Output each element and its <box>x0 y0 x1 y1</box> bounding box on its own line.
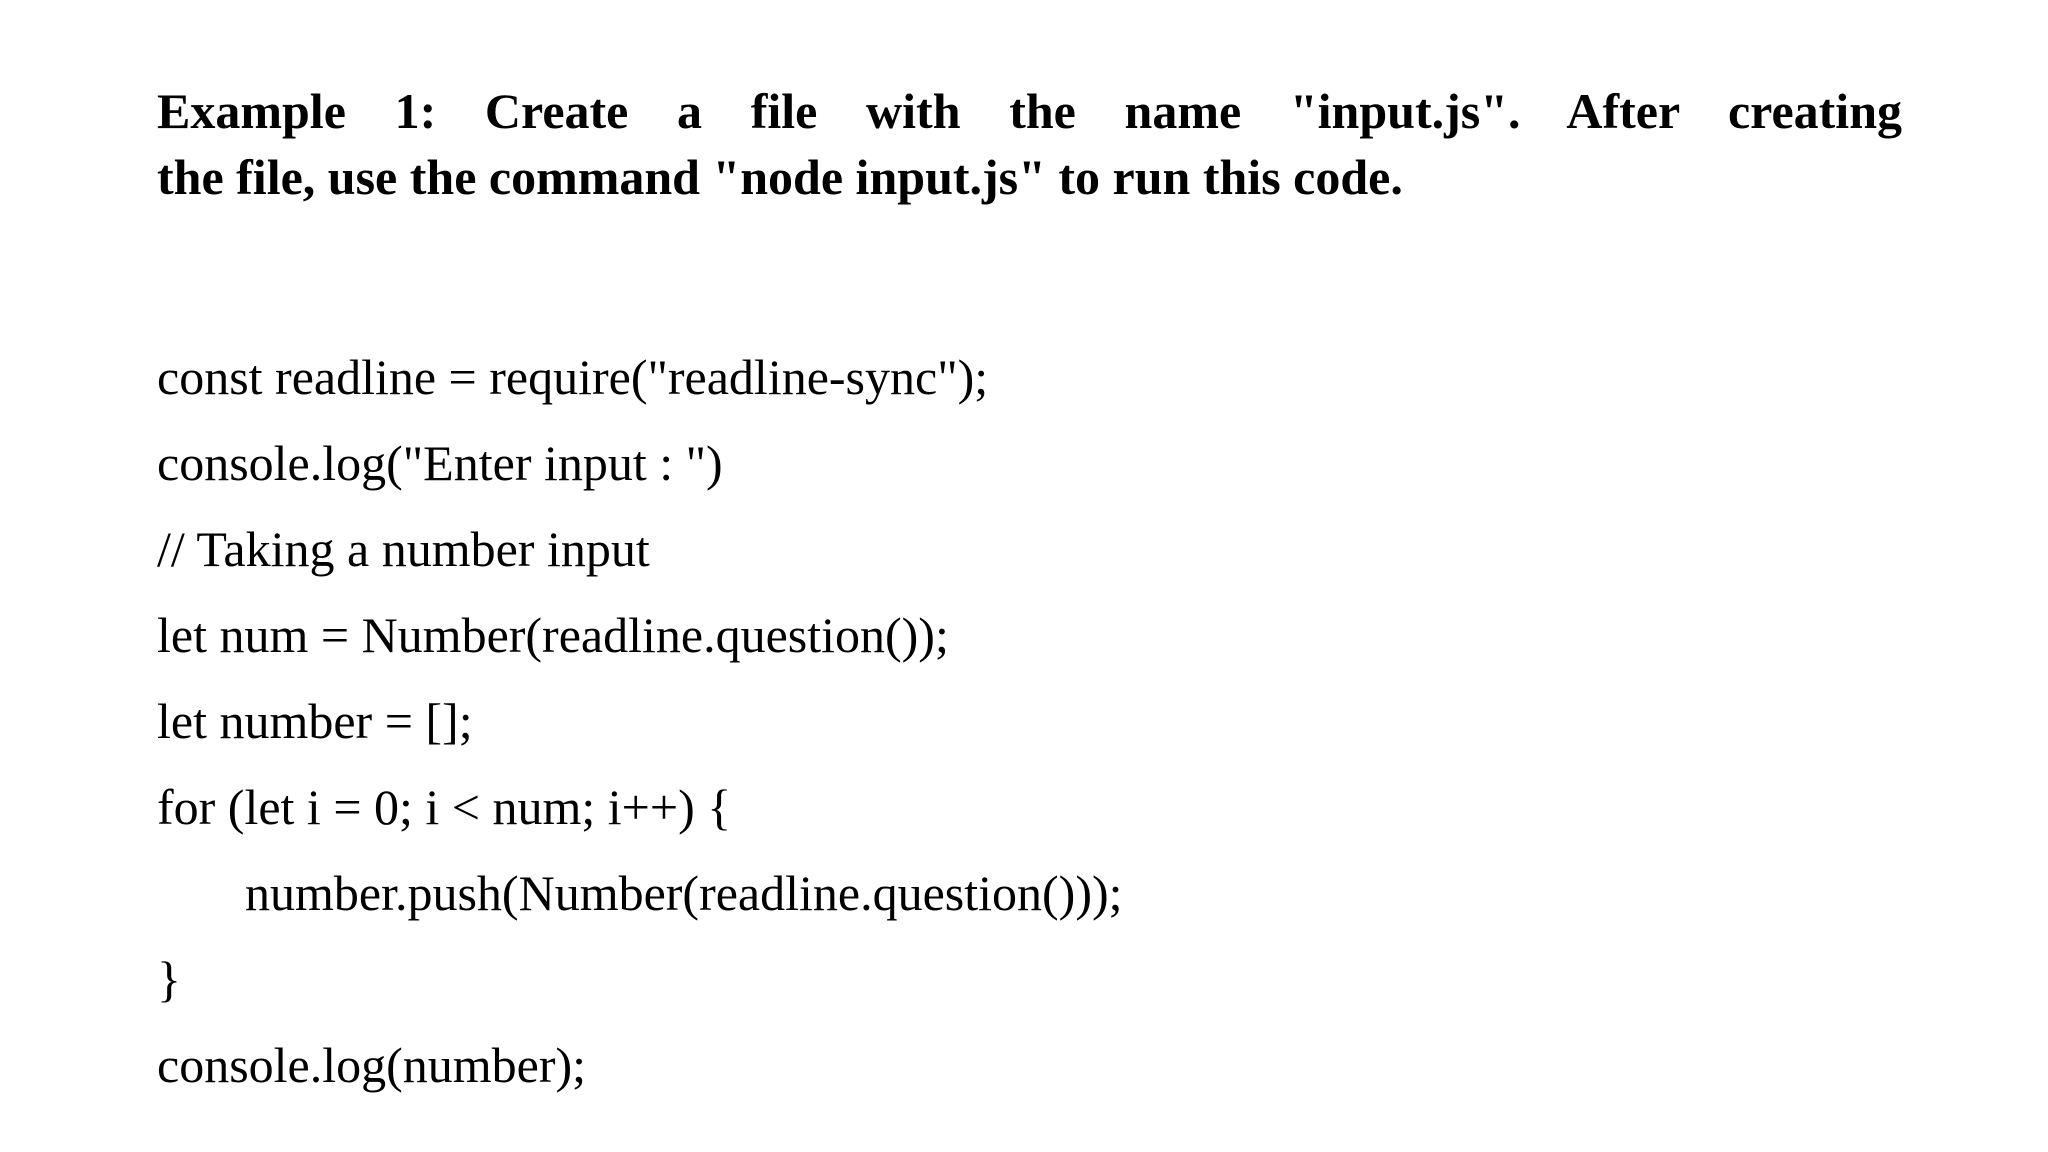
code-line-console-log-number: console.log(number); <box>157 1037 587 1093</box>
code-line-console-log-prompt: console.log("Enter input : ") <box>157 435 723 491</box>
example-heading-line-1: Example 1: Create a file with the name "… <box>157 83 1902 139</box>
code-line-let-number-array: let number = []; <box>157 693 473 749</box>
code-line-closing-brace: } <box>157 951 181 1007</box>
code-line-for-loop: for (let i = 0; i < num; i++) { <box>157 779 732 835</box>
code-line-comment: // Taking a number input <box>157 521 650 577</box>
example-heading: Example 1: Create a file with the name "… <box>157 78 1902 210</box>
code-line-require: const readline = require("readline-sync"… <box>157 349 989 405</box>
code-line-number-push: number.push(Number(readline.question()))… <box>245 865 1123 921</box>
code-block: const readline = require("readline-sync"… <box>157 334 1902 1108</box>
code-line-let-num: let num = Number(readline.question()); <box>157 607 949 663</box>
document-content: Example 1: Create a file with the name "… <box>157 78 1902 1108</box>
example-heading-line-2: the file, use the command "node input.js… <box>157 149 1403 205</box>
